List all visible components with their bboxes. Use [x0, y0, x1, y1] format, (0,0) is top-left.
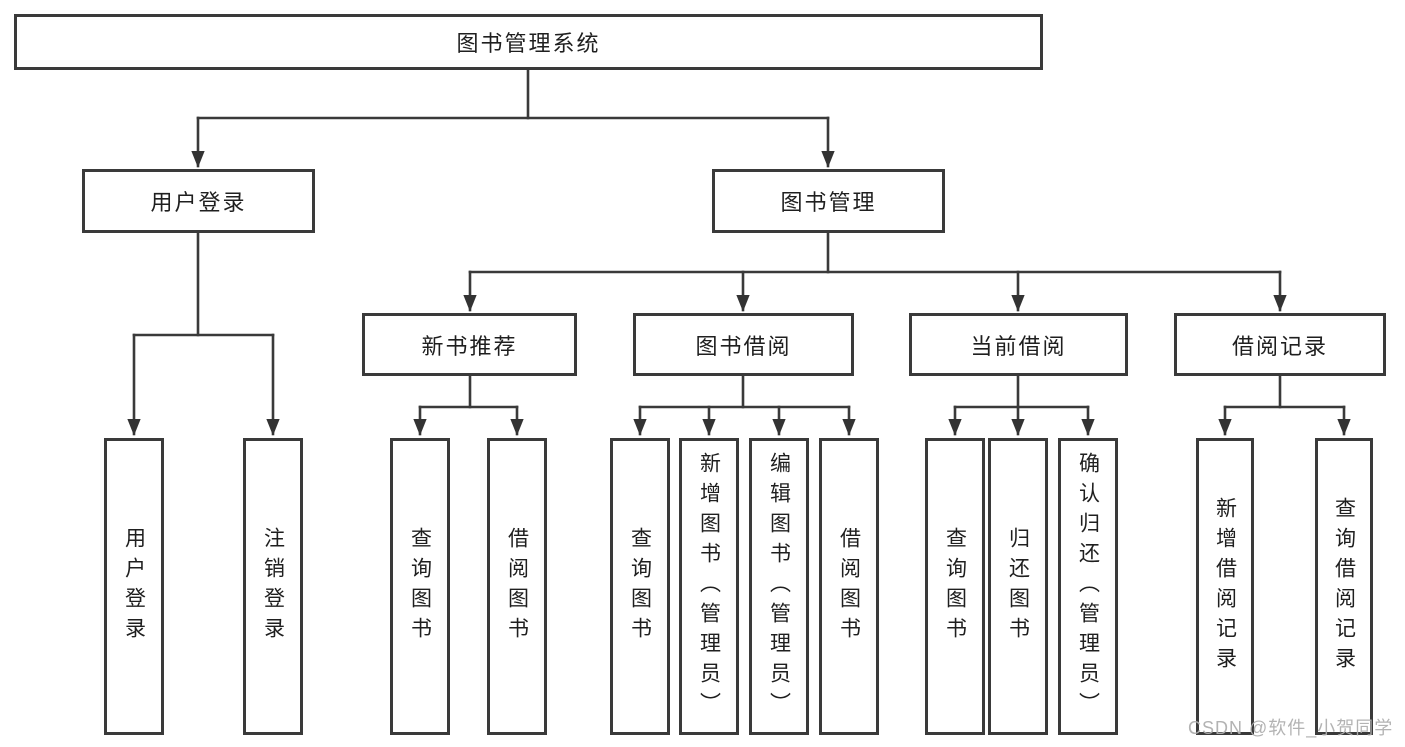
branch-node-book-management: 图书管理 [712, 169, 945, 233]
category-node-book-borrow: 图书借阅 [633, 313, 854, 376]
leaf-node-confirm-return-admin: 确认归还（管理员） [1058, 438, 1118, 735]
leaf-node-edit-books-admin: 编辑图书（管理员） [749, 438, 809, 735]
leaf-node-borrow-books-recommend: 借阅图书 [487, 438, 547, 735]
leaf-node-logout: 注销登录 [243, 438, 303, 735]
connector-current-borrow-to-leaves [948, 374, 1095, 436]
connector-root-to-level2 [191, 68, 835, 168]
leaf-node-query-books-recommend: 查询图书 [390, 438, 450, 735]
connector-new-book-to-leaves [413, 374, 524, 436]
connector-borrow-record-to-leaves [1218, 374, 1351, 436]
leaf-node-add-books-admin: 新增图书（管理员） [679, 438, 739, 735]
category-node-new-book-recommend: 新书推荐 [362, 313, 577, 376]
connector-book-borrow-to-leaves [633, 374, 856, 436]
leaf-node-return-books: 归还图书 [988, 438, 1048, 735]
leaf-node-borrow-books: 借阅图书 [819, 438, 879, 735]
csdn-watermark: CSDN @软件_小贺同学 [1188, 718, 1394, 738]
root-node-library-management-system: 图书管理系统 [14, 14, 1043, 70]
leaf-node-add-borrow-record: 新增借阅记录 [1196, 438, 1254, 735]
branch-node-user-login: 用户登录 [82, 169, 315, 233]
leaf-node-query-books-current: 查询图书 [925, 438, 985, 735]
connector-user-login-to-leaves [127, 231, 280, 436]
category-node-borrow-record: 借阅记录 [1174, 313, 1386, 376]
leaf-node-user-login: 用户登录 [104, 438, 164, 735]
category-node-current-borrow: 当前借阅 [909, 313, 1128, 376]
leaf-node-query-borrow-record: 查询借阅记录 [1315, 438, 1373, 735]
connector-book-management-to-level3 [463, 231, 1287, 312]
leaf-node-query-books-borrow: 查询图书 [610, 438, 670, 735]
